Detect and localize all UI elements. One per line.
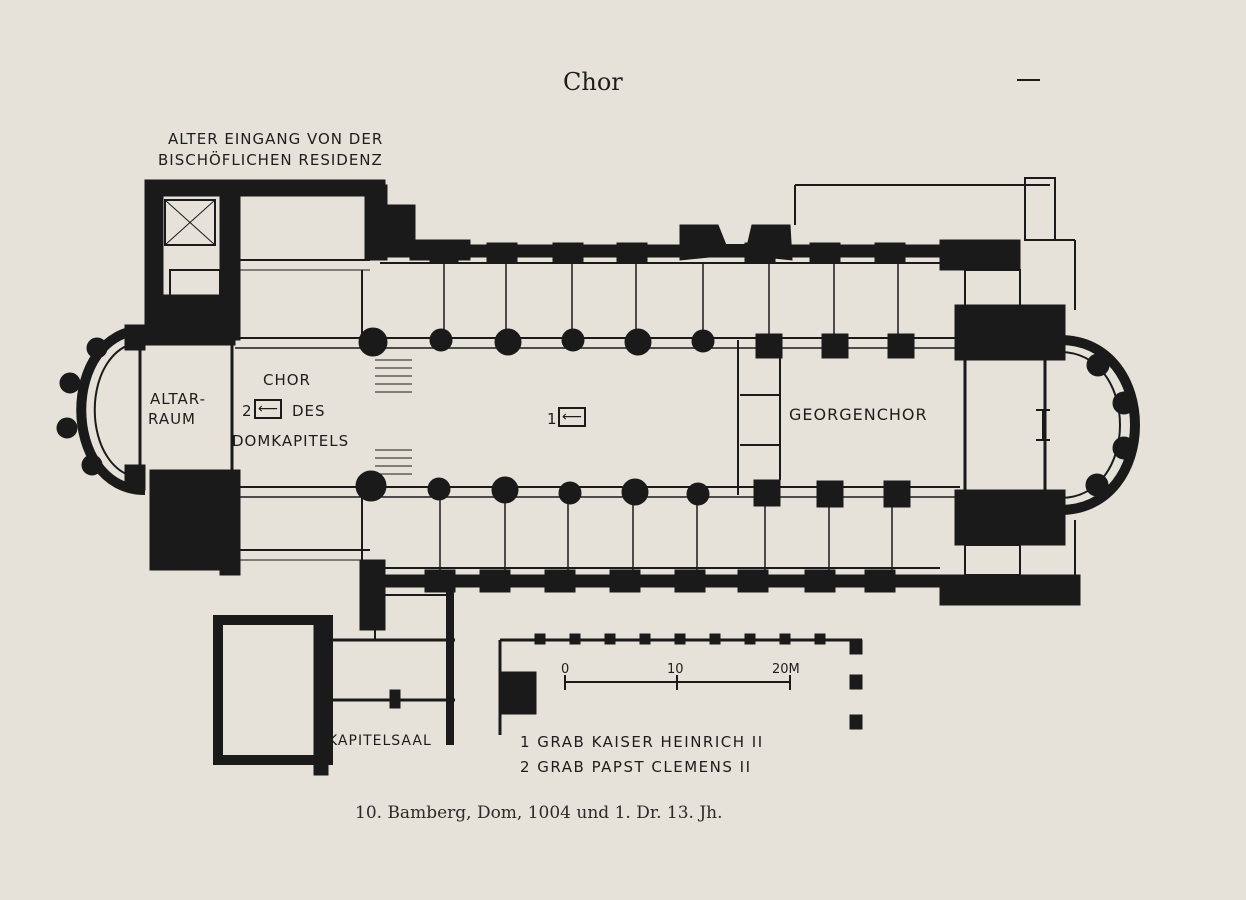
south-arcade-piers bbox=[355, 470, 911, 508]
scale-bar bbox=[564, 675, 791, 690]
east-apse bbox=[1036, 335, 1140, 515]
west-apse bbox=[56, 324, 234, 495]
grave-1-arrow-icon: ⟵ bbox=[558, 407, 587, 427]
scale-tick-10: 10 bbox=[667, 662, 684, 677]
west-choir-structure bbox=[144, 179, 471, 631]
south-wall-pilasters bbox=[424, 569, 896, 593]
north-arcade-piers bbox=[358, 327, 915, 359]
scale-tick-0: 0 bbox=[561, 662, 570, 677]
domkapitels-label: DOMKAPITELS bbox=[232, 432, 350, 450]
figure-caption: 10. Bamberg, Dom, 1004 und 1. Dr. 13. Jh… bbox=[355, 803, 723, 823]
altar-raum-label-line-2: RAUM bbox=[148, 410, 196, 428]
entrance-label-line-1: ALTER EINGANG VON DER bbox=[168, 130, 384, 148]
georgenchor-label: GEORGENCHOR bbox=[789, 405, 928, 424]
kapitelsaal-label: KAPITELSAAL bbox=[328, 733, 432, 749]
des-label: DES bbox=[292, 402, 326, 420]
chor-heading: Chor bbox=[563, 68, 623, 96]
altar-raum-label-line-1: ALTAR- bbox=[150, 390, 207, 408]
scale-tick-20m: 20M bbox=[772, 662, 800, 677]
kapitelsaal-annex bbox=[213, 590, 455, 776]
grave-2-arrow-icon: ⟵ bbox=[254, 399, 283, 419]
west-choir-steps bbox=[375, 359, 412, 475]
grave-2-number: 2 bbox=[242, 402, 253, 420]
aisle-bays bbox=[439, 263, 899, 570]
georgenchor-screen bbox=[737, 340, 781, 495]
chor-label: CHOR bbox=[263, 371, 311, 389]
grave-1-number: 1 bbox=[547, 410, 558, 428]
legend-item-2: 2 GRAB PAPST CLEMENS II bbox=[520, 758, 752, 776]
legend-box bbox=[498, 633, 863, 735]
north-portal bbox=[679, 177, 1056, 261]
east-choir-structure bbox=[939, 239, 1081, 606]
legend-item-1: 1 GRAB KAISER HEINRICH II bbox=[520, 733, 764, 751]
entrance-label-line-2: BISCHÖFLICHEN RESIDENZ bbox=[158, 151, 383, 169]
